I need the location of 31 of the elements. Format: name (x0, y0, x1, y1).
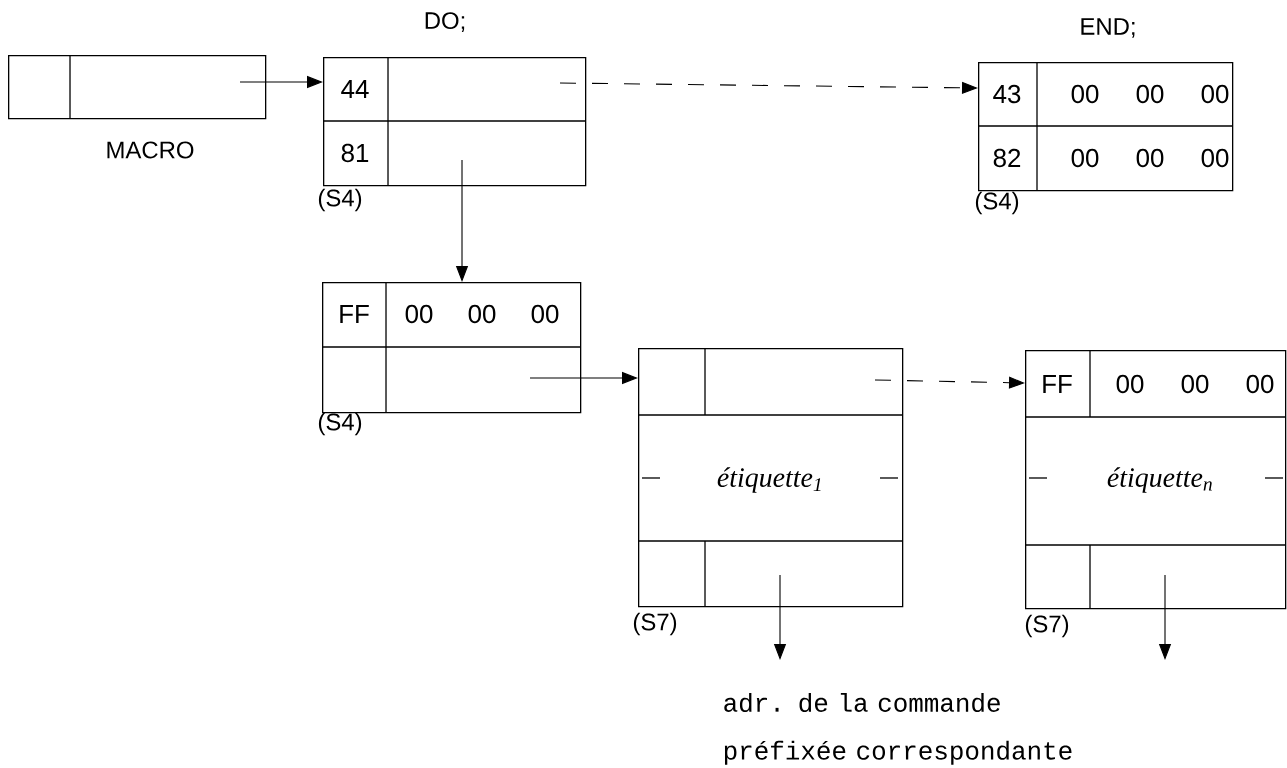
record-label: END; (1081, 18, 1135, 38)
node-label: 00 (1201, 148, 1229, 168)
record-box: 44 81 (322, 56, 587, 187)
record-box: 43 00 00 00 82 00 00 00 (977, 61, 1234, 192)
record-label: DO; (425, 12, 465, 32)
note-text: adr. de la commande préfixée correspondante (724, 692, 1072, 765)
node-label: 00 (1246, 374, 1274, 394)
node-label: 00 (1071, 84, 1099, 104)
node-label: FF (1043, 375, 1072, 393)
record-label: (S7) (633, 612, 677, 636)
record-label: (S4) (318, 412, 362, 436)
node-label: FF (340, 305, 369, 323)
node-label: 00 (1181, 374, 1209, 394)
node-label: étiquette$_{n}$ (1107, 467, 1212, 493)
node-label: 00 (1116, 374, 1144, 394)
node-label: 00 (1136, 148, 1164, 168)
node-label: 00 (1201, 84, 1229, 104)
record-label: MACRO (107, 141, 194, 159)
record-box: FF 00 00 00 étiquette$_{n}$ (1024, 349, 1287, 610)
node-label: 82 (993, 148, 1021, 168)
record-box: FF 00 00 00 (321, 281, 582, 414)
node-label: 43 (993, 84, 1021, 104)
node-label: 00 (1071, 148, 1099, 168)
node-label: 00 (1136, 84, 1164, 104)
record-label: (S7) (1025, 614, 1069, 638)
node-label: 00 (531, 304, 559, 324)
node-label: 00 (468, 304, 496, 324)
record-label: (S4) (975, 191, 1019, 215)
record-label: (S4) (318, 188, 362, 212)
node-label: 00 (405, 304, 433, 324)
record-box: étiquette$_{1}$ (637, 347, 904, 608)
